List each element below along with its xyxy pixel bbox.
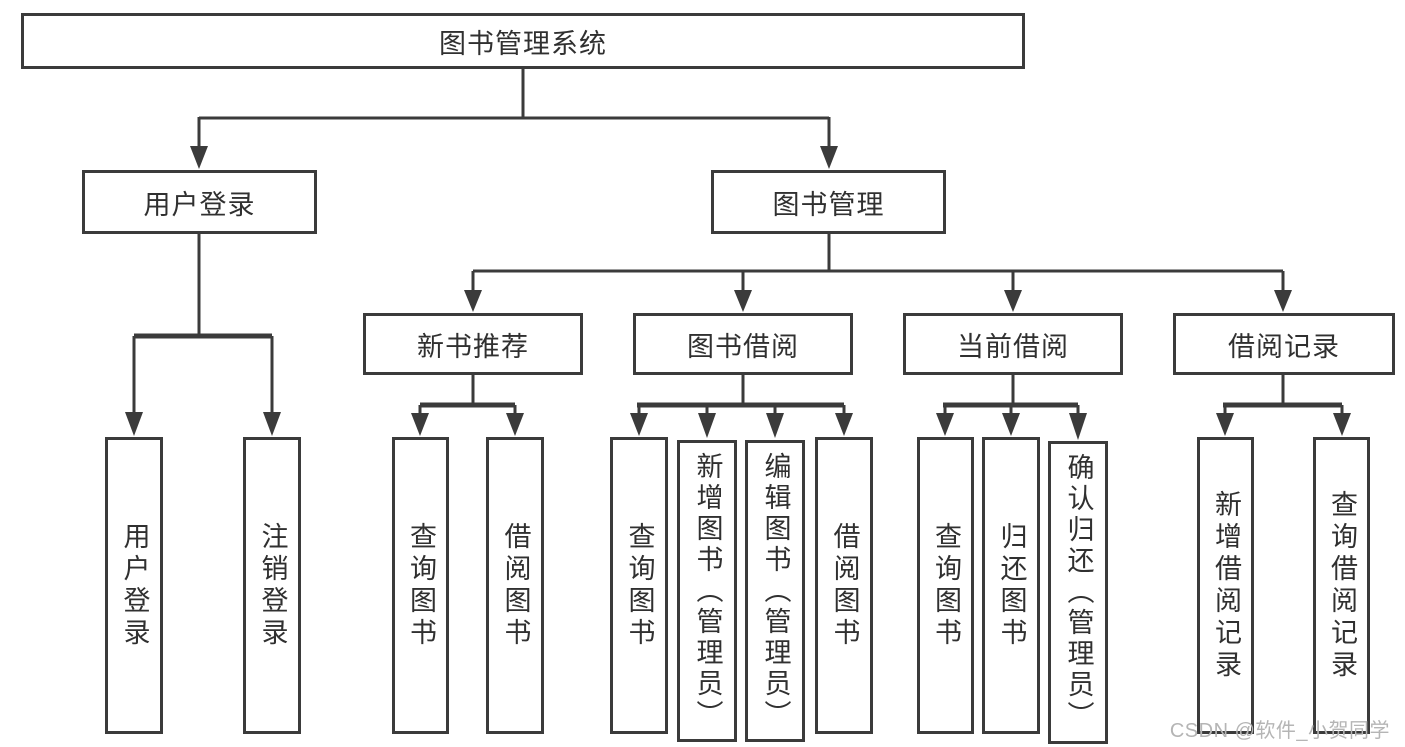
box-borrowing-records: 借阅记录	[1173, 313, 1395, 375]
box-current-borrowing: 当前借阅	[903, 313, 1123, 375]
node-label: 新增借阅记录	[1211, 489, 1241, 682]
leaf-query-books-borrow: 查询图书	[610, 437, 668, 734]
leaf-query-books-recommend: 查询图书	[392, 437, 449, 734]
leaf-borrow-books-borrow: 借阅图书	[815, 437, 873, 734]
leaf-edit-book-admin: 编辑图书（管理员）	[745, 440, 805, 742]
node-label: 查询借阅记录	[1327, 489, 1357, 682]
node-label: 归还图书	[996, 521, 1027, 650]
node-label: 用户登录	[143, 189, 256, 220]
leaf-confirm-return-admin: 确认归还（管理员）	[1048, 441, 1108, 744]
box-user-login: 用户登录	[82, 170, 317, 234]
node-label: 查询图书	[624, 521, 655, 650]
node-label: 新书推荐	[417, 331, 529, 362]
node-label: 确认归还（管理员）	[1063, 453, 1094, 732]
leaf-add-book-admin: 新增图书（管理员）	[677, 440, 737, 742]
node-label: 图书管理	[772, 189, 885, 220]
node-label: 借阅记录	[1228, 331, 1340, 362]
box-library-system: 图书管理系统	[21, 13, 1025, 69]
box-new-book-recommendation: 新书推荐	[363, 313, 583, 375]
arrowhead-icons	[125, 146, 1351, 440]
node-label: 图书管理系统	[439, 28, 607, 59]
box-book-management: 图书管理	[711, 170, 946, 234]
node-label: 编辑图书（管理员）	[760, 451, 791, 731]
node-label: 新增图书（管理员）	[692, 451, 723, 731]
leaf-user-login: 用户登录	[105, 437, 163, 734]
split-bars	[134, 333, 1342, 408]
leaf-return-book: 归还图书	[982, 437, 1040, 734]
leaf-query-borrow-record: 查询借阅记录	[1313, 437, 1370, 734]
node-label: 用户登录	[119, 521, 150, 650]
node-label: 图书借阅	[687, 331, 799, 362]
node-label: 当前借阅	[957, 331, 1069, 362]
watermark-text: CSDN @软件_小贺同学	[1169, 720, 1390, 742]
node-label: 借阅图书	[829, 521, 860, 650]
node-label: 查询图书	[931, 521, 961, 650]
leaf-borrow-books-recommend: 借阅图书	[486, 437, 544, 734]
node-label: 注销登录	[257, 521, 288, 650]
node-label: 查询图书	[406, 521, 436, 650]
leaf-query-books-current: 查询图书	[917, 437, 974, 734]
leaf-logout: 注销登录	[243, 437, 301, 734]
leaf-add-borrow-record: 新增借阅记录	[1197, 437, 1254, 734]
node-label: 借阅图书	[500, 521, 531, 650]
box-book-borrowing: 图书借阅	[633, 313, 853, 375]
